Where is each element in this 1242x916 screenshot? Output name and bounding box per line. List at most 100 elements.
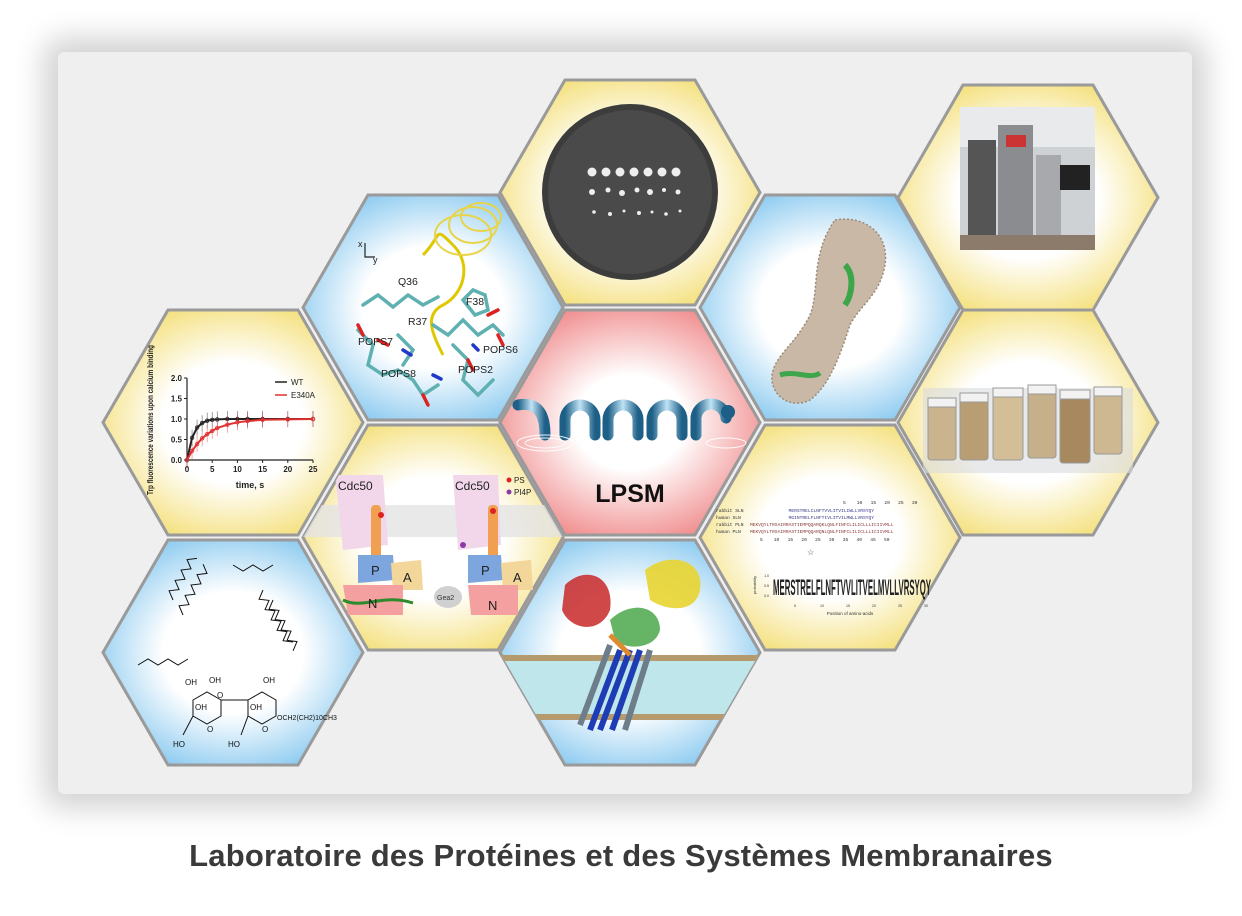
data-point (194, 425, 200, 430)
legend-ps: PS (514, 476, 525, 485)
alignment-top-ticks: 5 10 15 20 25 30 (843, 500, 918, 506)
oh-label: OH (195, 703, 207, 712)
star-icon: ☆ (807, 548, 814, 557)
data-point (204, 431, 210, 437)
axis-icon (364, 243, 375, 258)
protein-in-membrane (500, 559, 760, 732)
fluorescence-chart: Trp fluorescence variations upon calcium… (146, 345, 318, 495)
y-tick-label: 0.0 (171, 456, 183, 465)
lpsm-title: LPSM (595, 480, 664, 508)
helix-coils (434, 202, 502, 256)
logo-x-tick: 30 (924, 604, 928, 608)
hex-culture-jars (896, 308, 1160, 537)
x-tick-label: 20 (283, 465, 292, 474)
data-point (245, 418, 250, 424)
n-domain-label: N (488, 598, 497, 613)
hex-cryo-em-density (698, 193, 962, 422)
legend-pi4p: PI4P (514, 488, 531, 497)
flippase-right: Cdc50 P A N Gea2 (434, 475, 533, 615)
oh-label: OH (209, 676, 221, 685)
residue-label: R37 (408, 316, 427, 328)
logo-x-tick: 5 (794, 604, 796, 608)
alignment-row-name: human PLN (716, 529, 741, 535)
y-tick-label: 1.0 (171, 415, 183, 424)
alignment-block: 5 10 15 20 25 30 rabbit SLN MERSTRELCLNF… (716, 500, 918, 543)
data-point (310, 416, 316, 422)
hex-sequence-alignment: 5 10 15 20 25 30 rabbit SLN MERSTRELCLNF… (698, 423, 962, 652)
y-tick-label: 1.5 (171, 395, 183, 404)
sequence-logo: probability 1.0 0.5 0.0 MERSTRELFLNFTVVL… (752, 548, 931, 616)
logo-y-label: probability (752, 576, 757, 594)
logo-x-tick: 10 (820, 604, 824, 608)
logo-ripples (516, 434, 747, 452)
p-domain-label: P (481, 563, 490, 578)
stick-bonds (356, 287, 505, 407)
legend-label-e340a: E340A (291, 391, 316, 400)
petri-dish-image (542, 104, 718, 280)
p-domain-label: P (371, 563, 380, 578)
lipid-label: POPS2 (458, 364, 493, 376)
hex-flippase-model: Cdc50 P A N Cdc50 P A N Gea2 (301, 423, 565, 652)
residue-label: Q36 (398, 276, 418, 288)
legend-label-wt: WT (291, 378, 304, 387)
x-tick-label: 25 (309, 465, 318, 474)
data-point (184, 457, 190, 463)
alignment-row-seq: MERSTRELCLNFTVVLITVILIWLLVRSYQY (750, 508, 874, 514)
logo-head (721, 405, 735, 419)
oh-label: OH (250, 703, 262, 712)
logo-x-tick: 20 (872, 604, 876, 608)
logo-y-tick: 0.5 (764, 584, 769, 588)
ho-label: HO (173, 740, 185, 749)
data-point (260, 417, 265, 423)
chart-x-label: time, s (236, 480, 265, 490)
cdc50-label: Cdc50 (455, 479, 490, 493)
o-label: O (262, 725, 268, 734)
alignment-row-name: human SLN (716, 515, 741, 521)
alkyl-tail-label: OCH2(CH2)10CH3 (277, 715, 337, 722)
data-point (209, 428, 215, 434)
hex-lpsm-logo: LPSM (498, 308, 762, 537)
o-label: O (217, 691, 223, 700)
gea2-label: Gea2 (437, 595, 454, 602)
x-tick-label: 15 (258, 465, 267, 474)
alignment-row-name: rabbit SLN (716, 508, 744, 514)
lipid-label: POPS8 (381, 368, 416, 380)
n-domain-label: N (368, 596, 377, 611)
data-point (194, 441, 200, 447)
o-label: O (207, 725, 213, 734)
lipid-label: POPS6 (483, 344, 518, 356)
hex-kinetics-chart: Trp fluorescence variations upon calcium… (101, 308, 365, 537)
data-point (285, 417, 290, 422)
data-point (199, 436, 205, 441)
hex-lab-instrument (896, 83, 1160, 312)
lipid-skeletal-formula (137, 557, 298, 736)
data-point (235, 420, 240, 425)
logo-x-label: Position of amino-acids (827, 611, 874, 616)
logo-y-tick: 0.0 (764, 594, 769, 598)
logo-letters: MERSTRELFLNFTVVLITVELMVLLVRSYQY (773, 575, 931, 600)
alignment-row-seq: MEKVQYLTRSAIRRASTIEMPQQARQKLQNLFINFCLILI… (750, 522, 894, 528)
alignment-row-name: rabbit PLN (716, 522, 744, 528)
logo-x-tick: 15 (846, 604, 850, 608)
a-domain-label: A (513, 570, 522, 585)
axis-x-label: x (358, 239, 363, 249)
data-point (189, 435, 195, 441)
lipid-label: POPS7 (358, 336, 393, 348)
lpsm-logo-icon (512, 398, 732, 441)
jars-photo (923, 384, 1133, 473)
hex-membrane-protein (498, 538, 762, 767)
density-map (771, 218, 887, 404)
data-point (225, 422, 230, 427)
axis-y-label: y (373, 255, 378, 265)
flippase-left: Cdc50 P A N (335, 475, 423, 615)
hex-molecular-structure: x y Q36 F38 R37 POPS7 POPS6 POPS8 POPS2 (301, 193, 565, 422)
data-point (189, 448, 195, 454)
alignment-row-seq: MEKVQYLTRSAIRRASTIEMPQQARQNLQNLFINFCLILI… (750, 529, 894, 535)
lab-instrument-photo (960, 107, 1095, 250)
alignment-row-seq: MGINTRELFLNFTIVLITVILMWLLVRSYQY (750, 515, 874, 521)
y-tick-label: 0.5 (171, 436, 183, 445)
oh-label: OH (263, 676, 275, 685)
a-domain-label: A (403, 570, 412, 585)
residue-label: F38 (466, 296, 484, 308)
data-point (204, 418, 210, 423)
